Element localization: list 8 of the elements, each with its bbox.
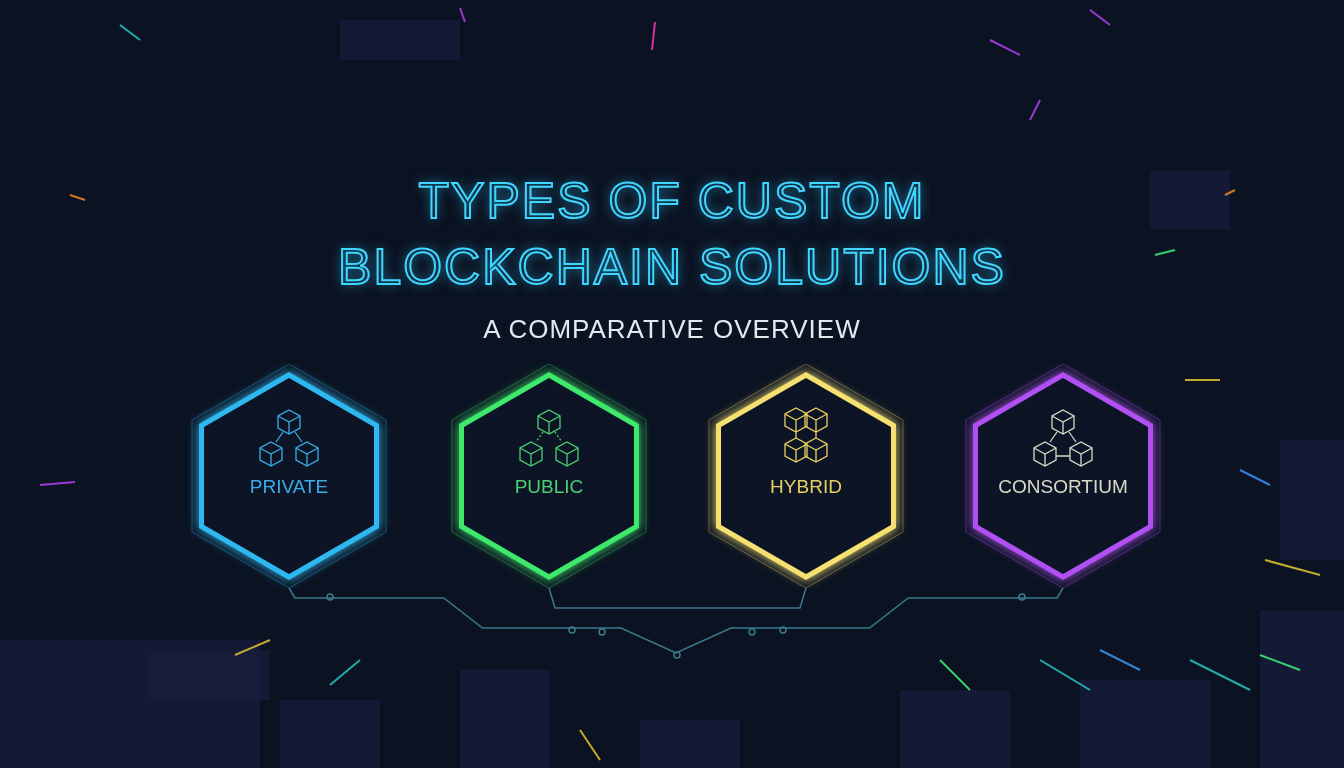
subtitle: A COMPARATIVE OVERVIEW — [482, 314, 862, 345]
node-label: HYBRID — [769, 476, 843, 498]
node-label: CONSORTIUM — [997, 476, 1129, 498]
node-label: PUBLIC — [513, 476, 585, 498]
circuit-trace — [288, 587, 1064, 654]
circuit-trace — [548, 587, 807, 609]
node-label: PRIVATE — [248, 476, 330, 498]
title: TYPES OF CUSTOM BLOCKCHAIN SOLUTIONS — [337, 172, 1007, 297]
